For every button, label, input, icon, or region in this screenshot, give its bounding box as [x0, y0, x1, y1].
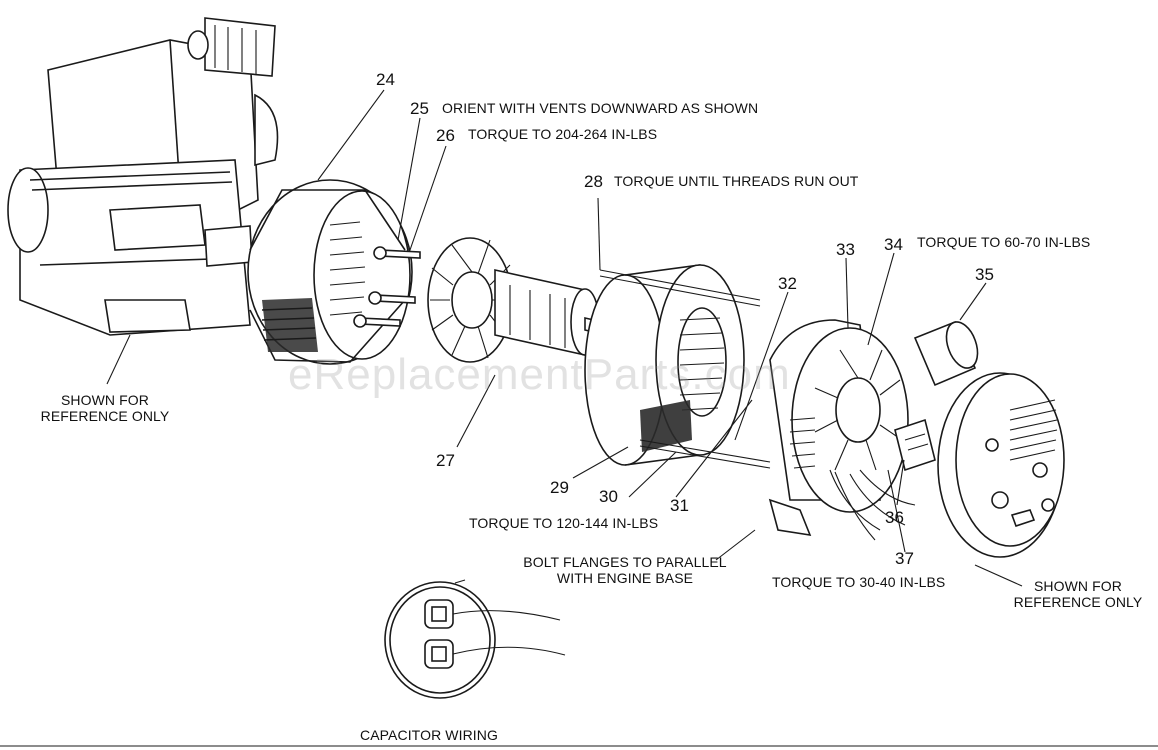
- part-number-30: 30: [599, 487, 618, 506]
- note-orient-vents: ORIENT WITH VENTS DOWNWARD AS SHOWN: [442, 100, 759, 116]
- note-shown-ref-left-line1: SHOWN FOR: [60, 392, 149, 408]
- capacitor-35: [913, 320, 979, 387]
- engine-reference: [7, 17, 279, 336]
- note-shown-for-reference-right: SHOWN FOR REFERENCE ONLY: [1000, 578, 1156, 610]
- note-bolt-flanges-line2: WITH ENGINE BASE: [556, 570, 694, 586]
- part-number-29: 29: [550, 478, 569, 497]
- leader-lines: [106, 89, 1023, 587]
- watermark: eReplacementParts.com: [288, 350, 791, 399]
- part-number-32: 32: [778, 274, 797, 293]
- part-number-26: 26: [436, 126, 455, 145]
- note-shown-ref-right-line2: REFERENCE ONLY: [1013, 594, 1143, 610]
- capacitor-wiring-inset: [384, 579, 566, 699]
- note-bolt-flanges-line1: BOLT FLANGES TO PARALLEL: [523, 554, 727, 570]
- part-number-27: 27: [436, 451, 455, 470]
- rear-housing-24: [247, 179, 413, 365]
- part-number-35: 35: [975, 265, 994, 284]
- note-torque-threads: TORQUE UNTIL THREADS RUN OUT: [614, 173, 859, 189]
- control-panel-reference: [937, 372, 1065, 558]
- note-torque-204-264: TORQUE TO 204-264 IN-LBS: [468, 126, 658, 142]
- through-bolts-28: [599, 269, 771, 469]
- note-capacitor-wiring: CAPACITOR WIRING: [360, 727, 498, 743]
- part-number-31: 31: [670, 496, 689, 515]
- note-bolt-flanges: BOLT FLANGES TO PARALLEL WITH ENGINE BAS…: [500, 554, 750, 586]
- end-bell-33: [768, 319, 909, 537]
- note-shown-ref-left-line2: REFERENCE ONLY: [40, 408, 170, 424]
- bolts-26: [353, 246, 421, 328]
- note-shown-for-reference-left: SHOWN FOR REFERENCE ONLY: [20, 392, 190, 424]
- note-torque-120-144: TORQUE TO 120-144 IN-LBS: [469, 515, 659, 531]
- part-number-28: 28: [584, 172, 603, 191]
- stator-29: [584, 264, 745, 466]
- part-number-36: 36: [885, 508, 904, 527]
- part-number-34: 34: [884, 235, 903, 254]
- part-number-33: 33: [836, 240, 855, 259]
- brush-holder-36: [894, 418, 936, 472]
- note-torque-30-40: TORQUE TO 30-40 IN-LBS: [772, 574, 946, 590]
- part-number-37: 37: [895, 549, 914, 568]
- part-number-24: 24: [376, 70, 395, 89]
- note-shown-ref-right-line1: SHOWN FOR: [1033, 578, 1122, 594]
- note-torque-60-70: TORQUE TO 60-70 IN-LBS: [917, 234, 1091, 250]
- part-number-25: 25: [410, 99, 429, 118]
